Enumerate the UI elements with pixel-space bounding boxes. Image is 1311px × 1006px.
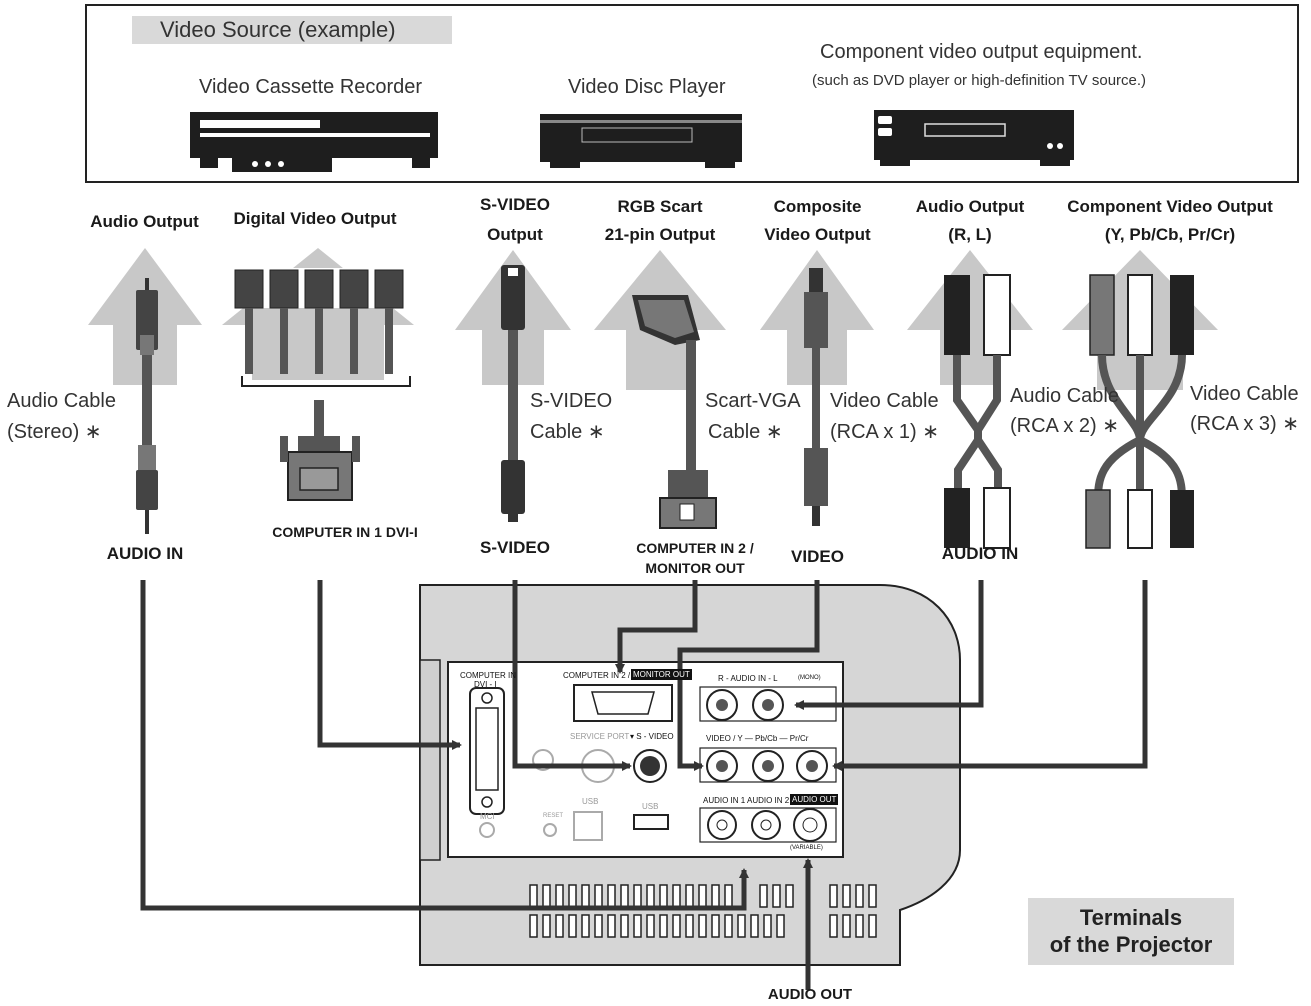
vcr-device: [190, 112, 438, 172]
audio-rca-cable: [944, 274, 1011, 549]
audio-cable-label-1: Audio Cable: [7, 390, 116, 412]
line-video: [677, 580, 820, 771]
panel-audio-in-2: AUDIO IN 2: [747, 796, 790, 805]
component-output-label-2: (Y, Pb/Cb, Pr/Cr): [1104, 225, 1236, 244]
video-source-title: Video Source (example): [132, 16, 452, 44]
scart-cable-label-2: Cable ∗: [708, 421, 783, 443]
svideo-port: [633, 749, 667, 783]
scart-cable: [632, 295, 717, 529]
computer-in-1-label: COMPUTER IN 1 DVI-I: [272, 524, 418, 540]
line-computer-in-1: [317, 580, 462, 750]
line-computer-in-2: [615, 580, 698, 674]
connection-lines: [140, 580, 1148, 990]
svideo-cable-label-2: Cable ∗: [530, 421, 605, 443]
line-component: [832, 580, 1148, 771]
audio-output-label: Audio Output: [90, 212, 199, 231]
audio-rca-cable-label-1: Audio Cable: [1010, 385, 1119, 407]
digital-video-cable: [234, 268, 411, 501]
component-equipment-note: (such as DVD player or high-definition T…: [812, 72, 1147, 89]
panel-mono: (MONO): [798, 675, 821, 681]
svideo-in-label: S-VIDEO: [480, 538, 550, 557]
line-audio-in: [140, 580, 749, 911]
video-in-label: VIDEO: [791, 547, 844, 566]
terminals-line-2: of the Projector: [1049, 932, 1213, 957]
svideo-output-label-2: Output: [487, 225, 543, 244]
audio-rca-cable-label-2: (RCA x 2) ∗: [1010, 415, 1119, 437]
component-rca-cable: [1085, 274, 1194, 549]
audio-cable-label-2: (Stereo) ∗: [7, 421, 102, 443]
component-device: [874, 110, 1074, 166]
computer-in-2-label-2: MONITOR OUT: [645, 560, 745, 576]
vcr-label: Video Cassette Recorder: [199, 76, 423, 98]
composite-output-label-2: Video Output: [764, 225, 871, 244]
panel-computer-in: COMPUTER IN: [460, 671, 516, 680]
svideo-cable: [501, 265, 525, 522]
digital-output-label: Digital Video Output: [233, 209, 397, 228]
audio-out-label: AUDIO OUT: [767, 986, 853, 1003]
svideo-cable-label-1: S-VIDEO: [530, 390, 613, 412]
line-audio-in-rl: [794, 580, 984, 710]
component-output-label-1: Component Video Output: [1067, 197, 1273, 216]
usb-ports: [479, 749, 669, 841]
disc-player-device: [540, 114, 742, 168]
audio-rl-output-label-2: (R, L): [948, 225, 992, 244]
panel-monitor-out: MONITOR OUT: [631, 669, 692, 680]
scart-cable-label-1: Scart-VGA: [705, 390, 801, 412]
vent-grille: [529, 884, 877, 938]
panel-usb-2: USB: [642, 802, 659, 811]
terminals-line-1: Terminals: [1079, 905, 1183, 930]
scart-output-label-2: 21-pin Output: [604, 225, 716, 244]
svideo-output-label-1: S-VIDEO: [480, 195, 550, 214]
video-cable-3-label-1: Video Cable: [1190, 383, 1299, 405]
disc-player-label: Video Disc Player: [568, 76, 726, 98]
video-cable-3-label-2: (RCA x 3) ∗: [1190, 413, 1299, 435]
video-cable-1-label-1: Video Cable: [830, 390, 939, 412]
line-svideo: [512, 580, 632, 771]
panel-variable: (VARIABLE): [790, 845, 823, 851]
terminals-label-box: Terminals of the Projector: [1028, 898, 1234, 965]
composite-cable: [804, 268, 828, 526]
panel-usb-1: USB: [582, 797, 599, 806]
rca-ports: [699, 686, 837, 843]
vga-port: [573, 684, 673, 722]
panel-computer-in-2: COMPUTER IN 2 /: [563, 671, 631, 680]
audio-rl-output-label-1: Audio Output: [915, 197, 1025, 216]
panel-service-port: SERVICE PORT: [570, 732, 630, 741]
panel-audio-in-1: AUDIO IN 1: [703, 796, 746, 805]
audio-stereo-cable: [136, 278, 158, 534]
panel-svideo: ▾ S - VIDEO: [630, 732, 674, 741]
panel-video-y: VIDEO / Y — Pb/Cb — Pr/Cr: [706, 734, 809, 743]
panel-dvi: DVI - I: [474, 680, 497, 689]
scart-output-label-1: RGB Scart: [617, 197, 703, 216]
audio-in-label: AUDIO IN: [106, 544, 184, 563]
component-equipment-label: Component video output equipment.: [820, 41, 1143, 63]
panel-audio-out: AUDIO OUT: [790, 794, 839, 805]
panel-mci: MCI: [480, 812, 495, 821]
computer-in-2-label-1: COMPUTER IN 2 /: [636, 540, 754, 556]
panel-r-audio-in-l: R - AUDIO IN - L: [718, 674, 778, 683]
audio-in-rl-label: AUDIO IN: [941, 544, 1019, 563]
dvi-port: [469, 687, 505, 815]
video-cable-1-label-2: (RCA x 1) ∗: [830, 421, 939, 443]
panel-reset: RESET: [543, 813, 564, 819]
composite-output-label-1: Composite: [773, 197, 862, 216]
